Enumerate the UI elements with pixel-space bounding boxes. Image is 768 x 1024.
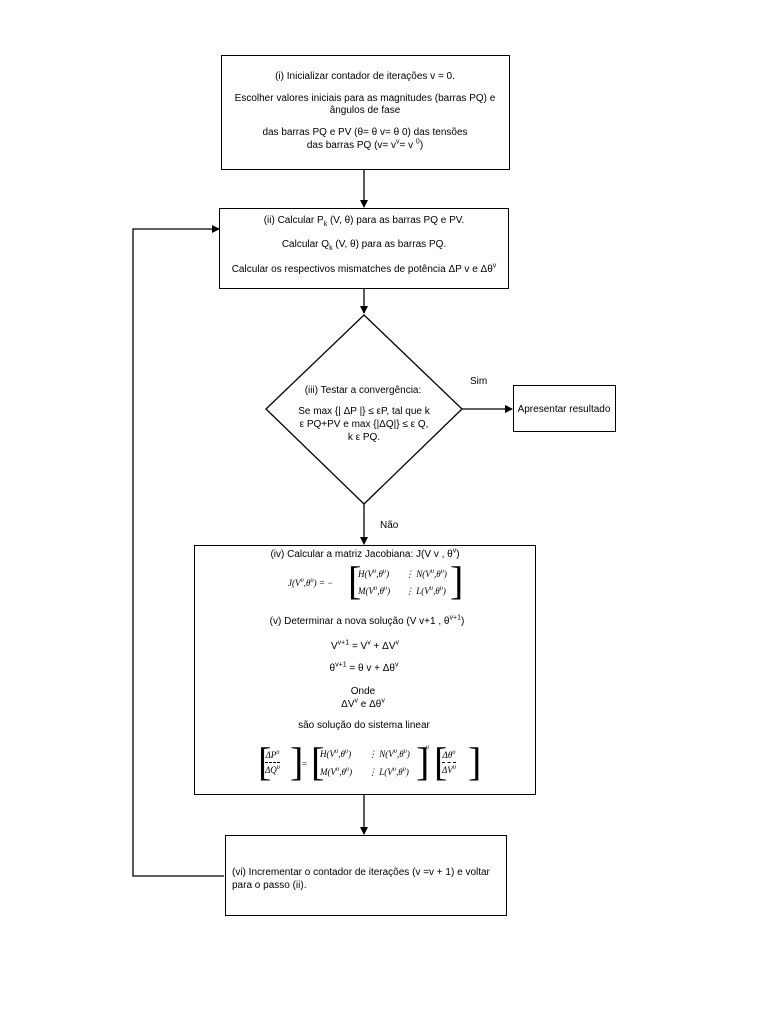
init-line-1: (i) Inicializar contador de iterações v … — [275, 71, 455, 82]
increment-line-2: para o passo (ii). — [232, 880, 307, 891]
increment-box — [225, 835, 507, 916]
increment-line-1: (vi) Incrementar o contador de iterações… — [232, 867, 490, 878]
calc-q-line: Calcular Qk (V, θ) para as barras PQ. — [281, 239, 447, 252]
jacobian-equation: J(Vυ,θυ) = − [ H(Vυ,θυ) ⋮ N(Vυ,θυ) M(Vυ,… — [288, 558, 464, 603]
angle-update-eq: θv+1 = θ v + Δθv — [329, 661, 399, 674]
init-box — [221, 55, 510, 170]
jacobian-box — [194, 545, 536, 795]
init-line-4: das barras PQ e PV (θ= θ v= θ 0) das ten… — [262, 127, 468, 138]
init-line-3: ângulos de fase — [329, 105, 401, 116]
decision-line-2: Se max {| ΔP |} ≤ εP, tal que k — [298, 406, 430, 417]
voltage-update-eq: Vv+1 = Vv + ΔVv — [331, 639, 399, 652]
decision-line-3: ε PQ+PV e max {|ΔQ|} ≤ ε Q, — [299, 419, 429, 430]
mismatch-line: Calcular os respectivos mismatches de po… — [231, 262, 497, 275]
calc-p-line: (ii) Calcular Pk (V, θ) para as barras P… — [263, 215, 465, 228]
new-solution-line: (v) Determinar a nova solução (V v+1 , θ… — [269, 614, 465, 627]
init-line-2: Escolher valores iniciais para as magnit… — [234, 93, 496, 104]
loop-back-arrow — [132, 225, 224, 877]
delta-terms: ΔVv e Δθv — [341, 697, 385, 710]
calc-power-box — [219, 208, 509, 289]
result-box — [513, 385, 616, 432]
onde-label: Onde — [350, 686, 376, 697]
no-label: Não — [380, 520, 399, 531]
init-line-5: das barras PQ (v= vv= v 0) — [306, 138, 424, 151]
linear-system-label: são solução do sistema linear — [298, 720, 430, 731]
yes-label: Sim — [470, 376, 488, 387]
decision-line-1: (iii) Testar a convergência: — [304, 385, 422, 396]
result-label: Apresentar resultado — [517, 404, 611, 415]
decision-line-4: k ε PQ. — [347, 432, 381, 443]
jacobian-title: (iv) Calcular a matriz Jacobiana: J(V v … — [270, 547, 460, 560]
